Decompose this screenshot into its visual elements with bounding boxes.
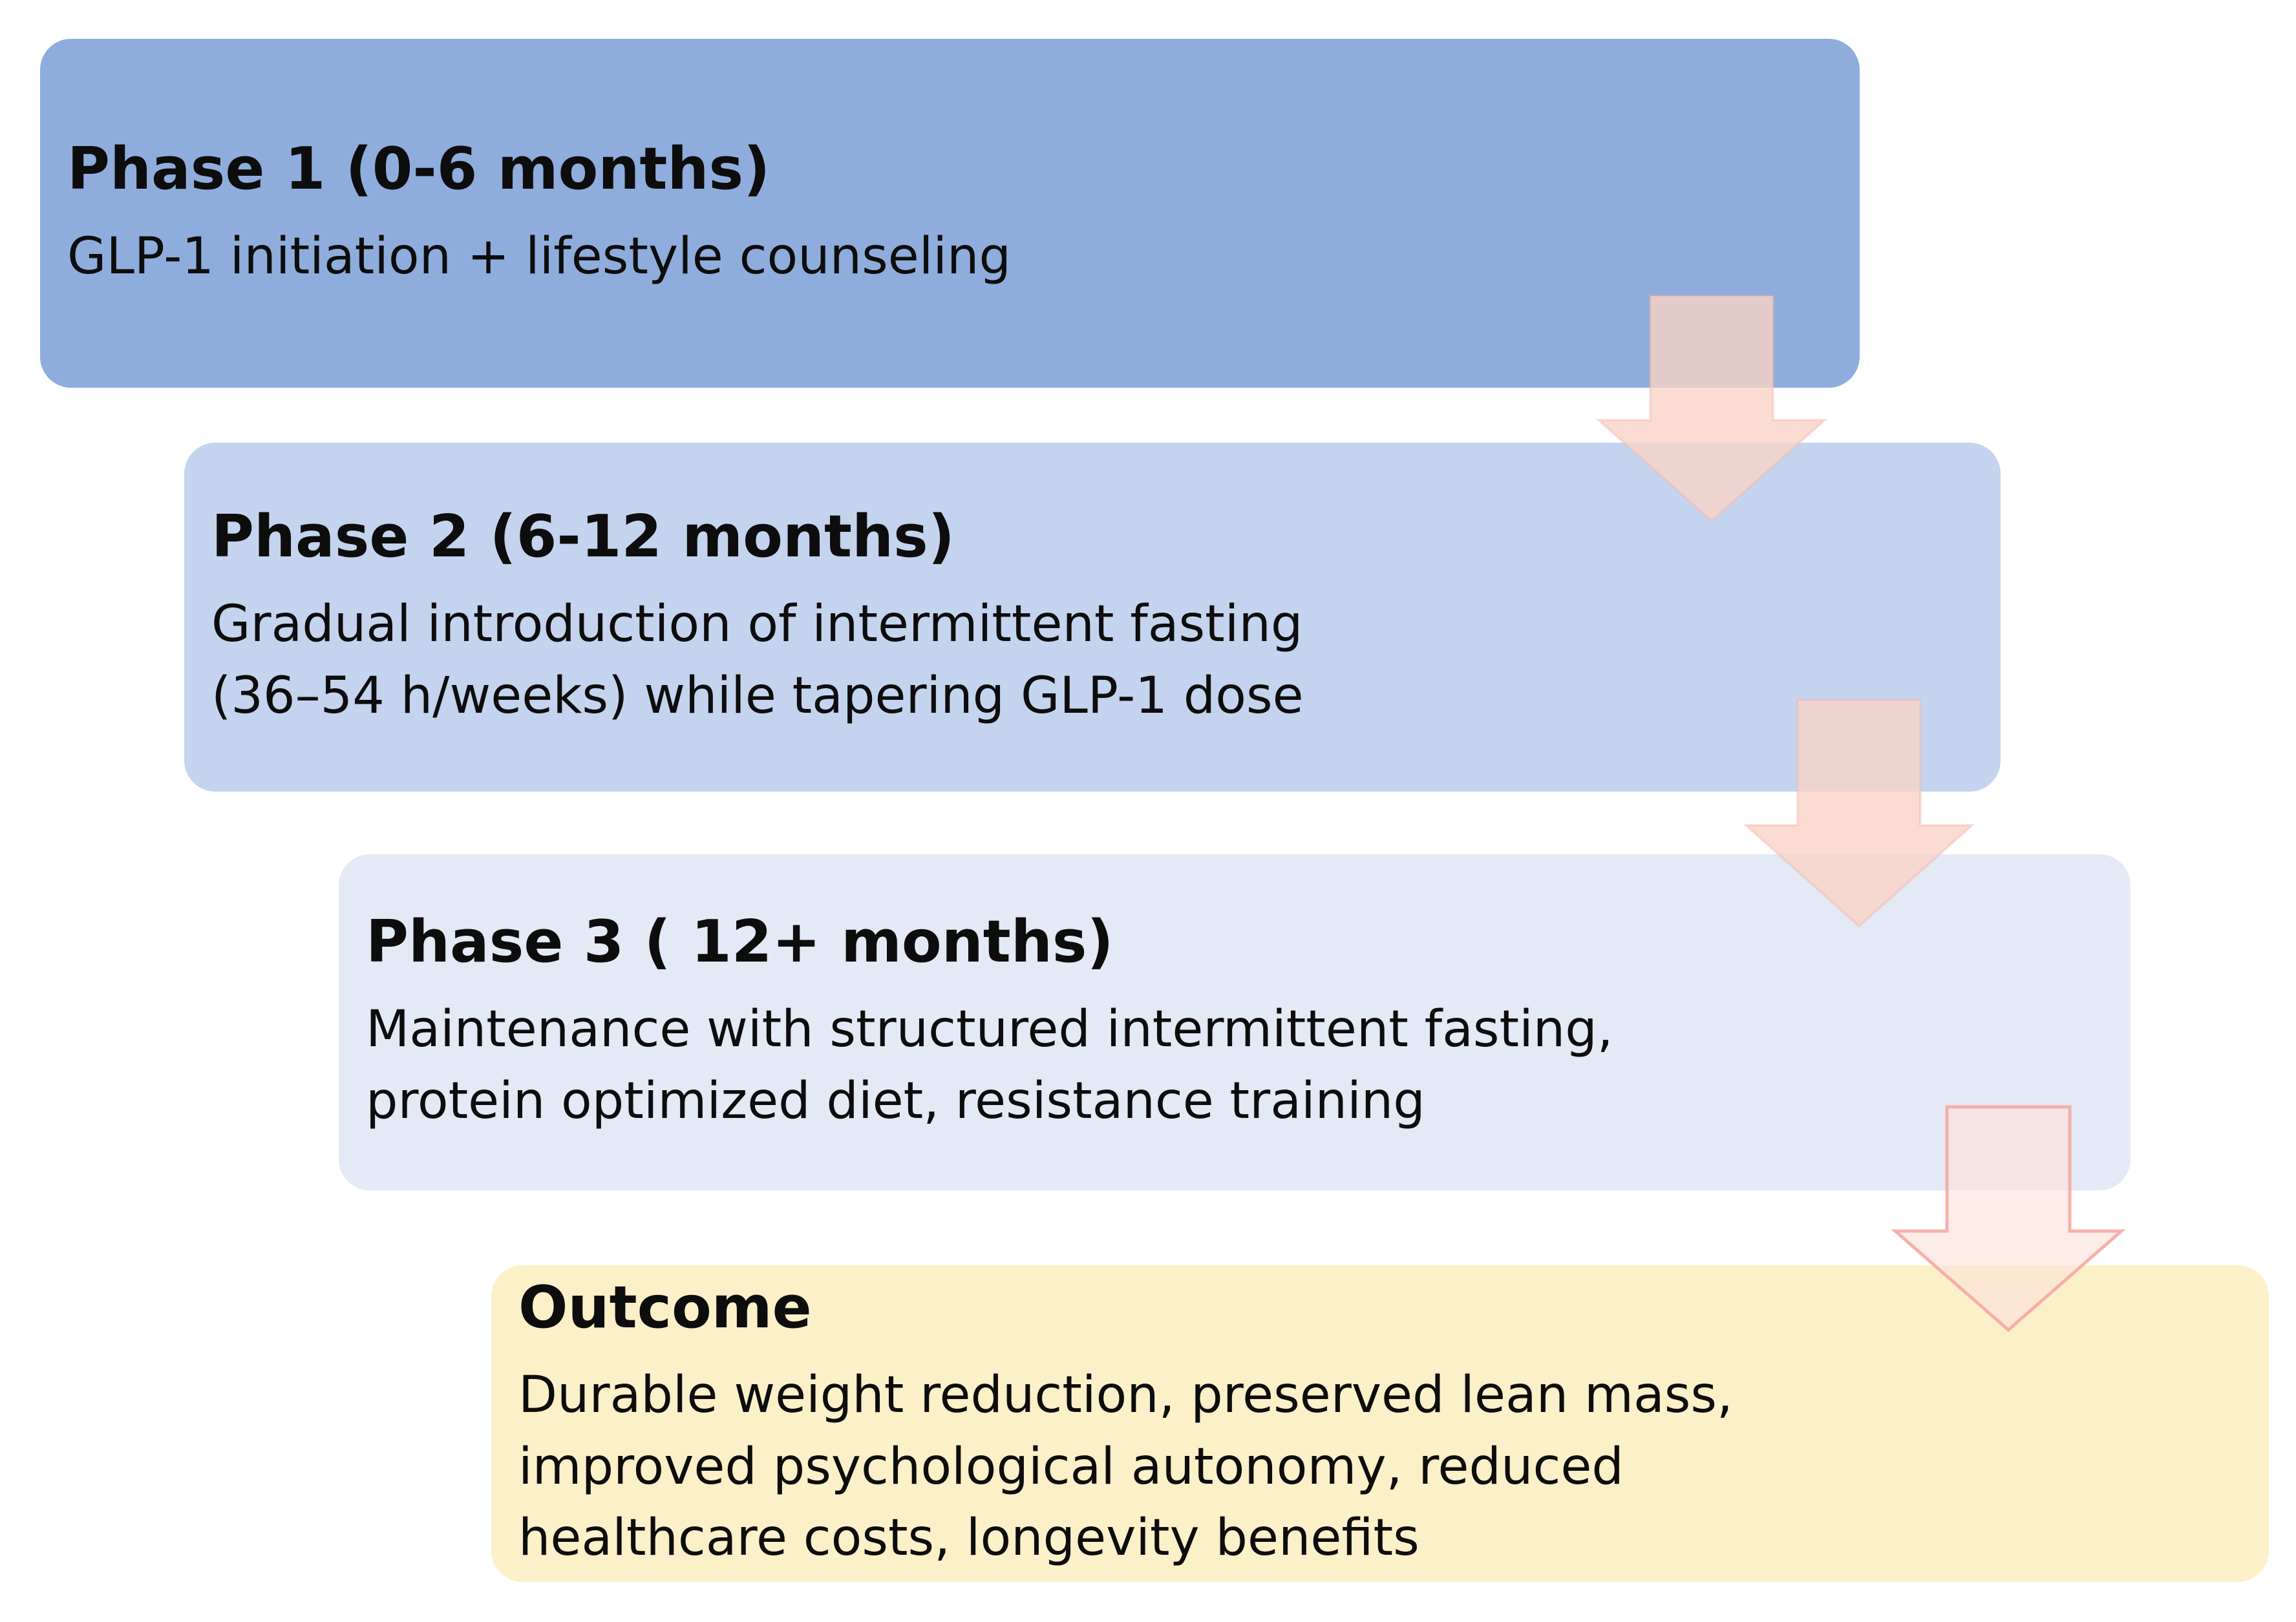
flow-node-phase-1: Phase 1 (0-6 months) GLP-1 initiation + …: [40, 39, 1860, 388]
node-title: Outcome: [518, 1273, 812, 1342]
node-body-line: (36–54 h/weeks) while tapering GLP-1 dos…: [211, 667, 1304, 725]
node-body-line: healthcare costs, longevity benefits: [518, 1509, 1419, 1568]
node-body-line: improved psychological autonomy, reduced: [518, 1437, 1624, 1496]
node-body: Durable weight reduction, preserved lean…: [518, 1360, 2211, 1574]
node-body: GLP-1 initiation + lifestyle counseling: [67, 221, 1802, 293]
node-body-line: protein optimized diet, resistance train…: [366, 1072, 1425, 1130]
flow-node-phase-3: Phase 3 ( 12+ months) Maintenance with s…: [339, 854, 2131, 1190]
node-body-line: Durable weight reduction, preserved lean…: [518, 1365, 1733, 1424]
node-body-line: GLP-1 initiation + lifestyle counseling: [67, 227, 1011, 286]
node-body-line: Gradual introduction of intermittent fas…: [211, 595, 1303, 654]
node-body-line: Maintenance with structured intermittent…: [366, 1000, 1613, 1059]
node-title: Phase 2 (6-12 months): [211, 503, 955, 571]
flow-node-outcome: Outcome Durable weight reduction, preser…: [491, 1265, 2269, 1582]
flow-node-phase-2: Phase 2 (6-12 months) Gradual introducti…: [184, 443, 2001, 792]
node-title: Phase 1 (0-6 months): [67, 134, 771, 203]
node-title: Phase 3 ( 12+ months): [366, 908, 1114, 976]
node-body: Gradual introduction of intermittent fas…: [211, 589, 1942, 732]
node-body: Maintenance with structured intermittent…: [366, 994, 2072, 1137]
